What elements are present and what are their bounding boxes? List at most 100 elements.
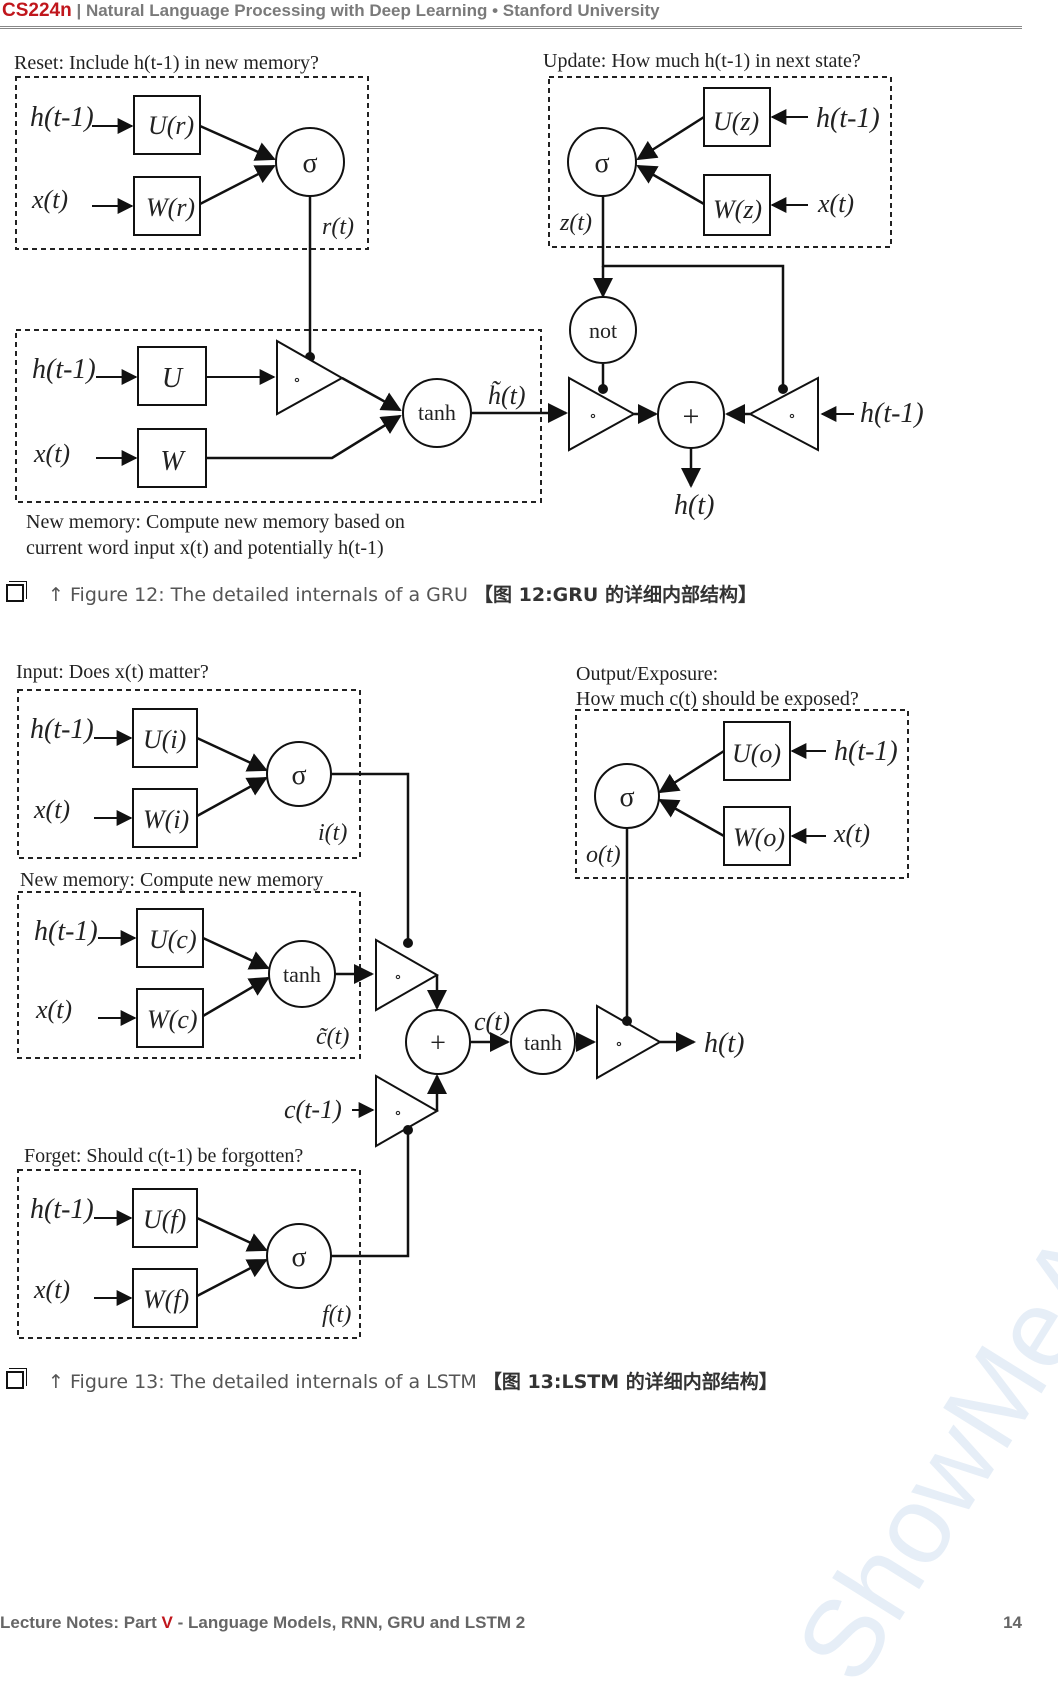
- not-node: [569, 296, 637, 364]
- forget-gate-box: [17, 1169, 361, 1339]
- W-i-label: W(i): [143, 805, 189, 834]
- W-o-box: [723, 806, 791, 866]
- update-hadamard-left-label: ∘: [589, 408, 597, 425]
- c-tilde-label: c̃(t): [316, 1024, 349, 1050]
- gru-plus-label: +: [683, 400, 700, 433]
- footer-left: Lecture Notes: Part V - Language Models,…: [0, 1613, 525, 1633]
- newmem-x-label: x(t): [35, 995, 72, 1024]
- W-z-label: W(z): [713, 195, 762, 224]
- update-gate-box: [548, 76, 892, 248]
- reset-sigma-label: σ: [302, 148, 317, 179]
- W-c-label: W(c): [147, 1005, 198, 1034]
- f-t-label: f(t): [322, 1302, 351, 1328]
- caption-arrow-icon: ↑: [48, 584, 64, 606]
- forget-sigma-node: [266, 1223, 332, 1289]
- forget-hadamard-label: ∘: [394, 1105, 402, 1122]
- gru-h-t-label: h(t): [674, 490, 714, 521]
- footer-part: V: [161, 1613, 173, 1632]
- update-x-label: x(t): [817, 189, 854, 218]
- input-hadamard-gate: [375, 938, 440, 1012]
- page-number: 14: [1003, 1613, 1022, 1632]
- new-memory-title: New memory: Compute new memory based on: [26, 511, 405, 533]
- c-t-label: c(t): [474, 1007, 510, 1036]
- combine-h-prev-label: h(t-1): [860, 398, 924, 429]
- output-hadamard-label: ∘: [615, 1036, 623, 1053]
- U-c-box: [136, 908, 204, 968]
- U-o-label: U(o): [732, 739, 781, 768]
- i-t-label: i(t): [318, 820, 347, 846]
- caption-text: Figure 12: The detailed internals of a G…: [70, 584, 468, 606]
- forget-sigma-label: σ: [291, 1242, 306, 1273]
- output-subtitle: How much c(t) should be exposed?: [576, 688, 859, 710]
- course-code: CS224n: [2, 0, 72, 21]
- W-i-box: [132, 788, 198, 848]
- r-t-label: r(t): [322, 214, 354, 240]
- update-hadamard-right: [747, 376, 819, 452]
- page-footer: Lecture Notes: Part V - Language Models,…: [0, 1613, 1022, 1633]
- input-sigma-label: σ: [291, 760, 306, 791]
- newmem-title: New memory: Compute new memory: [20, 869, 323, 891]
- forget-h-prev-label: h(t-1): [30, 1194, 94, 1225]
- newmem-tanh-label: tanh: [283, 962, 321, 987]
- input-h-prev-label: h(t-1): [30, 714, 94, 745]
- reset-x-label: x(t): [31, 185, 68, 214]
- U-i-label: U(i): [143, 725, 186, 754]
- caption-cn: 【图 13:LSTM 的详细内部结构】: [482, 1371, 778, 1393]
- W-r-label: W(r): [146, 193, 195, 222]
- output-gate-box: [575, 709, 909, 879]
- new-memory-subtitle: current word input x(t) and potentially …: [26, 537, 384, 559]
- header-separator: |: [76, 1, 82, 20]
- z-t-label: z(t): [559, 210, 592, 236]
- caption-text: Figure 13: The detailed internals of a L…: [70, 1371, 477, 1393]
- caption-arrow-icon: ↑: [48, 1371, 64, 1393]
- output-tanh-label: tanh: [524, 1030, 562, 1055]
- forget-x-label: x(t): [33, 1275, 70, 1304]
- running-header: CS224n | Natural Language Processing wit…: [0, 0, 1022, 29]
- nm-x-label: x(t): [33, 439, 70, 468]
- input-title: Input: Does x(t) matter?: [16, 661, 209, 683]
- update-hadamard-right-label: ∘: [788, 408, 796, 425]
- input-hadamard-label: ∘: [394, 969, 402, 986]
- U-r-box: [133, 95, 201, 155]
- gru-figure: Reset: Include h(t-1) in new memory? Upd…: [0, 44, 1000, 564]
- lstm-h-t-label: h(t): [704, 1028, 744, 1059]
- c-prev-label: c(t-1): [284, 1095, 342, 1124]
- W-f-box: [132, 1268, 198, 1328]
- forget-hadamard-gate: [375, 1074, 440, 1148]
- W-z-box: [703, 174, 771, 236]
- update-hadamard-left: [568, 376, 637, 452]
- figure-13-caption: ↑ Figure 13: The detailed internals of a…: [6, 1367, 778, 1394]
- reset-hadamard-gate: [276, 339, 345, 416]
- update-title: Update: How much h(t-1) in next state?: [543, 50, 861, 72]
- h-tilde-label: h̃(t): [488, 381, 526, 410]
- U-z-label: U(z): [713, 107, 759, 136]
- lstm-figure: Input: Does x(t) matter? Output/Exposure…: [0, 652, 1000, 1352]
- nm-h-prev-label: h(t-1): [32, 354, 96, 385]
- input-x-label: x(t): [33, 795, 70, 824]
- footer-prefix: Lecture Notes: Part: [0, 1613, 162, 1632]
- U-c-label: U(c): [149, 925, 197, 954]
- caption-cn: 【图 12:GRU 的详细内部结构】: [474, 584, 757, 606]
- output-h-prev-label: h(t-1): [834, 736, 898, 767]
- figure-12-caption: ↑ Figure 12: The detailed internals of a…: [6, 580, 757, 607]
- W-r-box: [133, 176, 201, 236]
- output-title: Output/Exposure:: [576, 663, 718, 685]
- reset-h-prev-label: h(t-1): [30, 102, 94, 133]
- reset-title: Reset: Include h(t-1) in new memory?: [14, 52, 319, 74]
- nm-tanh-label: tanh: [418, 400, 456, 425]
- lstm-plus-label: +: [430, 1028, 446, 1059]
- U-o-box: [723, 721, 791, 781]
- W-box: [137, 428, 207, 488]
- reset-hadamard-label: ∘: [293, 372, 301, 389]
- checkbox-icon: [6, 1371, 24, 1389]
- update-h-prev-label: h(t-1): [816, 103, 880, 134]
- new-memory-box: [15, 329, 542, 503]
- W-f-label: W(f): [143, 1285, 189, 1314]
- header-subtitle: Natural Language Processing with Deep Le…: [85, 1, 660, 20]
- reset-gate-box: [15, 76, 369, 250]
- U-label: U: [162, 363, 184, 394]
- U-f-box: [132, 1188, 198, 1248]
- not-label: not: [589, 318, 617, 343]
- output-sigma-label: σ: [619, 782, 634, 813]
- U-box: [137, 346, 207, 406]
